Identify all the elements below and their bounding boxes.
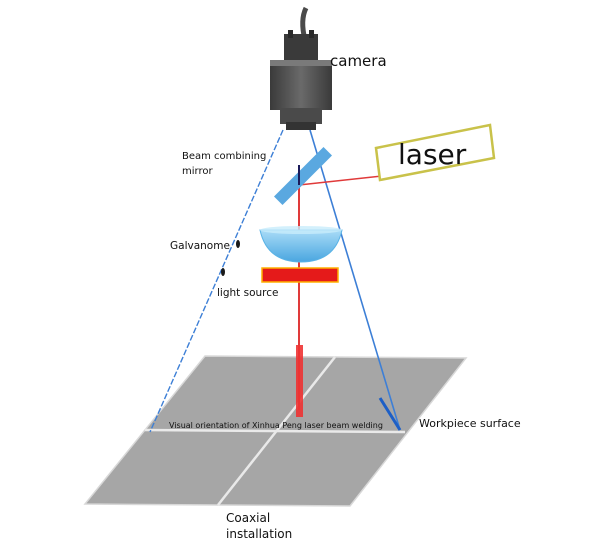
light-source-bar	[261, 267, 339, 283]
galvanome-marker	[221, 240, 240, 276]
light-source-label: light source	[217, 287, 279, 299]
laser-unit	[374, 123, 496, 182]
coaxial-installation-label: Coaxial installation	[226, 511, 293, 541]
camera-view-lines	[149, 129, 402, 433]
camera-label: camera	[330, 52, 387, 70]
focusing-lens	[259, 226, 343, 263]
galvanome-label: Galvanome	[170, 240, 230, 252]
workpiece-surface-label: Workpiece surface	[419, 417, 521, 430]
visual-orientation-label: Visual orientation of Xinhua Peng laser …	[169, 421, 383, 430]
laser-label: laser	[398, 138, 467, 171]
beam-combining-mirror-label: Beam combining mirror	[182, 151, 267, 177]
workpiece-plate	[83, 355, 468, 507]
beam-combining-mirror	[274, 147, 332, 205]
laser-beam	[296, 175, 383, 417]
camera-device	[270, 6, 332, 130]
